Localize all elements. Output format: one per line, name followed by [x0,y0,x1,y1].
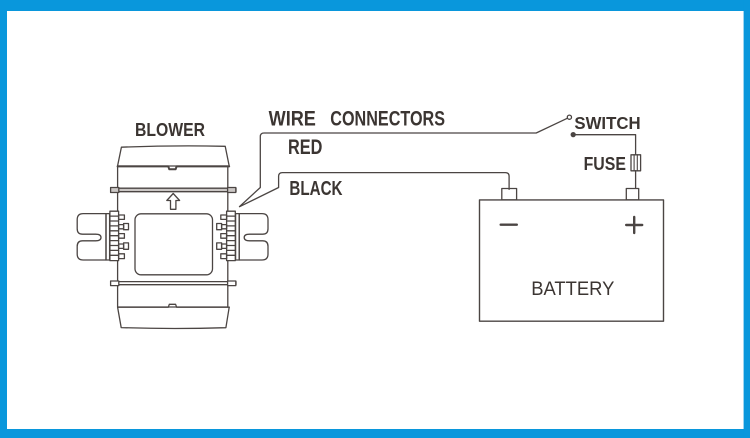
svg-text:CONNECTORS: CONNECTORS [330,108,445,131]
svg-text:BATTERY: BATTERY [531,278,614,300]
svg-text:BLOWER: BLOWER [135,120,205,140]
svg-text:BLACK: BLACK [289,178,342,200]
svg-text:RED: RED [288,136,322,159]
svg-text:WIRE: WIRE [269,108,316,131]
svg-text:FUSE: FUSE [584,153,626,174]
svg-text:SWITCH: SWITCH [574,113,640,133]
